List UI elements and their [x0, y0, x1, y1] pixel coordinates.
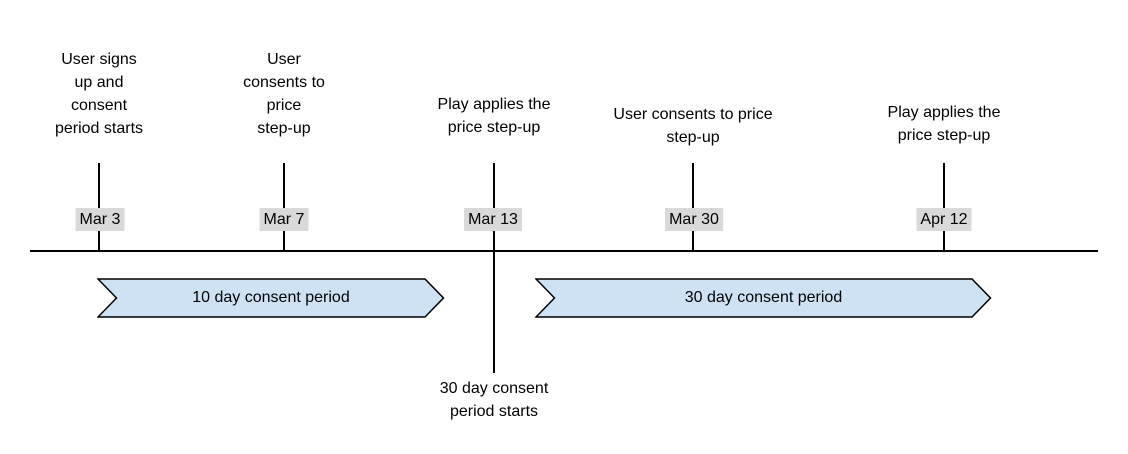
date-badge-apr12: Apr 12	[916, 208, 972, 231]
period-banner-10day: 10 day consent period	[97, 278, 445, 318]
chevron-arrow-shape	[97, 278, 445, 318]
chevron-arrow-shape	[535, 278, 992, 318]
timeline-axis	[30, 250, 1098, 252]
event-tick-apr12	[943, 163, 945, 251]
period-label-10day: 10 day consent period	[192, 289, 350, 306]
event-tick-mar7	[283, 163, 285, 251]
event-label-apply-1: Play applies the price step-up	[437, 96, 551, 136]
note-30day-period-starts: 30 day consent period starts	[439, 380, 549, 420]
date-badge-mar30: Mar 30	[665, 208, 723, 231]
event-label-consent-2: User consents to price step-up	[613, 106, 773, 146]
date-badge-mar13: Mar 13	[464, 208, 522, 231]
date-badge-mar7: Mar 7	[259, 208, 309, 231]
event-tick-mar13	[493, 163, 495, 373]
event-label-apply-2: Play applies the price step-up	[887, 104, 1001, 144]
event-label-signup: User signs up and consent period starts	[54, 51, 144, 137]
event-tick-mar3	[98, 163, 100, 251]
period-banner-30day: 30 day consent period	[535, 278, 992, 318]
date-badge-mar3: Mar 3	[75, 208, 125, 231]
event-tick-mar30	[692, 163, 694, 251]
period-label-30day: 30 day consent period	[684, 289, 843, 306]
event-label-consent-1: User consents to price step-up	[243, 51, 325, 137]
